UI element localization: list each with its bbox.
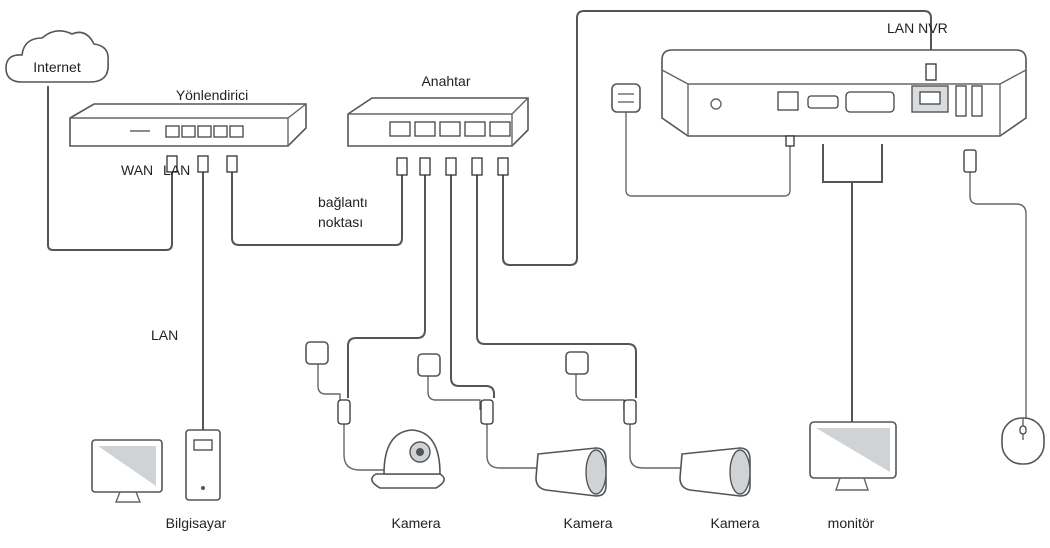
access-point-label-line2: noktası <box>318 214 363 230</box>
wire-switch-camera2 <box>450 175 495 398</box>
mouse <box>1001 417 1045 465</box>
camera-connector-icon <box>337 399 351 425</box>
power-port-icon <box>777 91 799 111</box>
internet-label: Internet <box>33 59 81 75</box>
rj45-plug-icon <box>197 155 209 173</box>
camera-2: Kamera <box>417 353 613 531</box>
monitor: monitör <box>809 421 897 531</box>
wire-router-switch <box>231 172 403 246</box>
rj45-plug-icon <box>471 157 483 176</box>
usb-port-icon <box>955 85 967 117</box>
router-port-icon <box>197 125 212 138</box>
camera-power-adapter-icon <box>565 351 589 375</box>
dome-camera-base <box>371 473 445 489</box>
internet-cloud: Internet <box>5 30 110 83</box>
router-port-icon <box>165 125 180 138</box>
camera-3: Kamera <box>565 351 760 531</box>
router: Yönlendirici WAN LAN <box>69 87 307 178</box>
router-port-icon <box>213 125 228 138</box>
rj45-plug-icon <box>419 157 431 176</box>
camera-power-adapter-icon <box>417 353 441 377</box>
computer-lan-label: LAN <box>151 327 178 343</box>
camera2-label: Kamera <box>563 515 612 531</box>
camera-power-adapter-icon <box>305 341 329 365</box>
wire-switch-camera1 <box>347 175 426 398</box>
computer: LAN Bilgisayar <box>91 327 227 531</box>
rj45-plug-icon <box>925 63 937 81</box>
router-label: Yönlendirici <box>176 87 248 103</box>
wire-camera3-power <box>575 372 625 410</box>
wire-camera3-pigtail <box>629 424 684 469</box>
camera3-label: Kamera <box>710 515 759 531</box>
access-point-label-line1: bağlantı <box>318 194 368 210</box>
switch-port-icon <box>439 121 461 137</box>
switch: Anahtar <box>347 73 529 176</box>
switch-port-icon <box>489 121 511 137</box>
wire-internet-wan <box>47 86 173 251</box>
wire-switch-nvr <box>502 10 932 266</box>
vga-port-icon <box>845 91 895 113</box>
hdmi-port-icon <box>807 95 839 109</box>
router-lan-label: LAN <box>163 162 190 178</box>
wan-label: WAN <box>121 162 153 178</box>
wire-camera2-pigtail <box>486 424 540 469</box>
router-body <box>69 103 307 147</box>
usb-plug-icon <box>963 149 977 173</box>
router-port-icon <box>229 125 244 138</box>
ground-screw-icon <box>710 98 722 110</box>
connection-wires <box>47 10 1027 471</box>
nvr: LAN NVR <box>611 20 1027 173</box>
wire-camera1-pigtail <box>343 424 398 471</box>
rj45-plug-icon <box>445 157 457 176</box>
camera-1: Kamera <box>305 341 445 531</box>
monitor-label: monitör <box>828 515 875 531</box>
switch-port-icon <box>389 121 411 137</box>
switch-port-icon <box>414 121 436 137</box>
rj45-plug-icon <box>396 157 408 176</box>
power-adapter-icon <box>611 83 641 113</box>
wire-camera1-power <box>317 362 341 410</box>
switch-port-icon <box>464 121 486 137</box>
rj45-plug-icon <box>166 155 178 173</box>
wire-nvr-mouse <box>969 172 1027 418</box>
wire-switch-camera3 <box>476 175 637 398</box>
router-port-icon <box>181 125 196 138</box>
wire-hdmi-bracket <box>822 144 883 183</box>
usb-port-icon <box>971 85 983 117</box>
switch-label: Anahtar <box>421 73 470 89</box>
rj45-plug-icon <box>226 155 238 173</box>
camera1-label: Kamera <box>391 515 440 531</box>
camera-connector-icon <box>480 399 494 425</box>
computer-label: Bilgisayar <box>166 515 227 531</box>
wire-nvr-power <box>625 112 791 197</box>
cloud-icon <box>5 30 110 83</box>
lan-nvr-label: LAN NVR <box>887 20 948 36</box>
rj45-plug-icon <box>497 157 509 176</box>
wire-camera2-power <box>427 374 481 410</box>
camera-connector-icon <box>623 399 637 425</box>
